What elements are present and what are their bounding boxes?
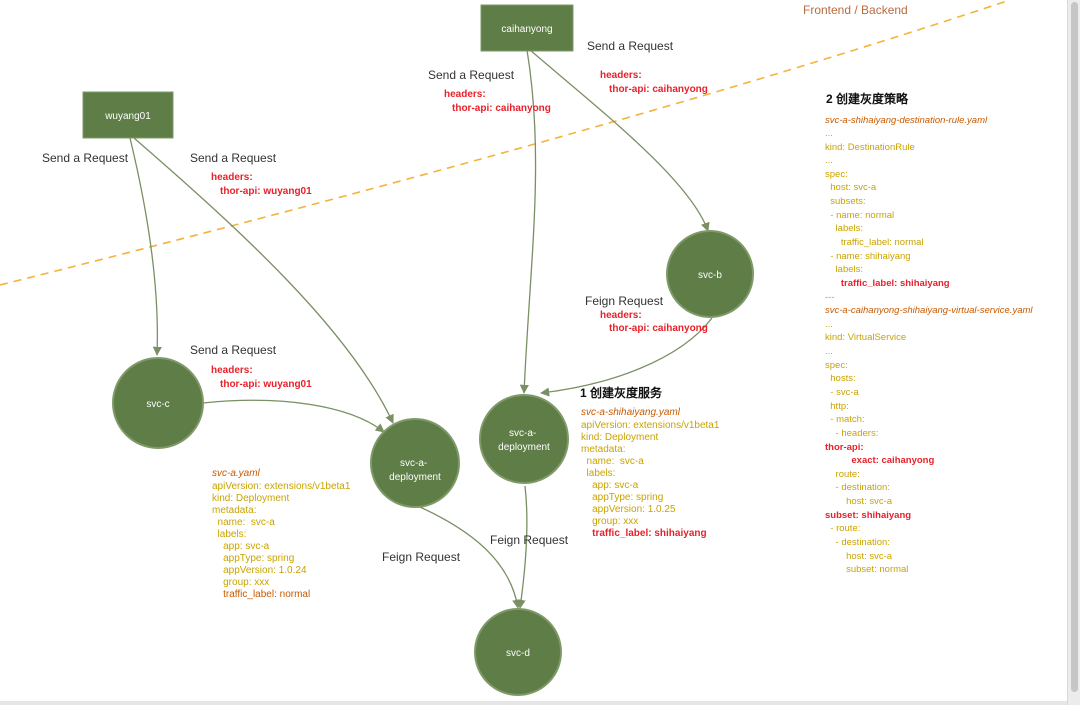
node-svc-b-label: svc-b <box>698 270 722 281</box>
edge-svc-c-to-svc-a-left <box>202 399 385 433</box>
section2-vs-filename: svc-a-caihanyong-shihaiyang-virtual-serv… <box>825 305 1033 316</box>
headers-caihanyong-left-key: headers: <box>444 89 486 100</box>
node-caihanyong[interactable] <box>480 4 574 52</box>
label-send-request-wuyang-left: Send a Request <box>42 151 129 165</box>
node-wuyang01[interactable] <box>82 91 174 139</box>
node-svc-c[interactable] <box>112 357 204 449</box>
headers-svc-b-key: headers: <box>600 310 642 321</box>
section2-vs-subset: subset: shihaiyang <box>825 510 911 521</box>
section1-filename: svc-a-shihaiyang.yaml <box>581 407 681 418</box>
node-svc-a-deployment-left-label: svc-a- deployment <box>389 458 441 483</box>
label-send-request-caihanyong-left: Send a Request <box>428 68 515 82</box>
section1-yaml: apiVersion: extensions/v1beta1 kind: Dep… <box>581 420 720 527</box>
edge-wuyang01-to-svc-c <box>129 137 162 356</box>
headers-wuyang-key: headers: <box>211 172 253 183</box>
headers-svc-c-value: thor-api: wuyang01 <box>220 379 312 390</box>
edge-caihanyong-to-svc-a-right <box>519 49 537 394</box>
divider-label: Frontend / Backend <box>803 3 908 17</box>
node-svc-a-deployment-right-label: svc-a- deployment <box>498 428 550 453</box>
section2-title: 2 创建灰度策略 <box>826 91 909 106</box>
section2-vs-lines-a: ... kind: VirtualService ... spec: hosts… <box>825 319 906 439</box>
node-wuyang01-label: wuyang01 <box>104 111 151 122</box>
node-svc-c-label: svc-c <box>146 399 169 410</box>
node-svc-a-deployment-right[interactable] <box>479 394 569 484</box>
headers-caihanyong-left-value: thor-api: caihanyong <box>452 103 551 114</box>
edge-caihanyong-to-svc-b <box>529 49 710 232</box>
section2-vs-lines-b: route: - destination: host: svc-a <box>825 469 893 507</box>
label-feign-request-svc-b: Feign Request <box>585 294 664 308</box>
node-svc-b[interactable] <box>666 230 754 318</box>
edge-svc-a-right-to-svc-d <box>516 485 528 609</box>
yaml-left-filename: svc-a.yaml <box>212 468 261 479</box>
headers-wuyang-value: thor-api: wuyang01 <box>220 186 312 197</box>
edge-svc-b-to-svc-a-right <box>540 317 713 397</box>
section2-vs-exact: exact: caihanyong <box>825 455 934 466</box>
section2-vs-lines-c: - route: - destination: host: svc-a subs… <box>825 523 908 575</box>
headers-caihanyong-right-key: headers: <box>600 70 642 81</box>
scrollbar-thumb[interactable] <box>1071 2 1078 692</box>
section2-vs-thor: thor-api: <box>825 442 864 453</box>
headers-svc-b-value: thor-api: caihanyong <box>609 323 708 334</box>
yaml-left-traffic-label: traffic_label: normal <box>212 589 310 600</box>
node-svc-a-deployment-left[interactable] <box>370 418 460 508</box>
section1-title: 1 创建灰度服务 <box>580 385 663 400</box>
label-feign-request-left: Feign Request <box>382 550 461 564</box>
headers-caihanyong-right-value: thor-api: caihanyong <box>609 84 708 95</box>
label-send-request-svc-c: Send a Request <box>190 343 277 357</box>
headers-svc-c-key: headers: <box>211 365 253 376</box>
edge-svc-a-left-to-svc-d <box>419 506 522 609</box>
canvas-bottom-edge <box>0 701 1068 705</box>
yaml-left-lines: apiVersion: extensions/v1beta1 kind: Dep… <box>0 0 364 588</box>
edge-wuyang01-to-svc-a-left <box>133 137 394 424</box>
node-svc-d[interactable] <box>474 608 562 696</box>
node-svc-d-label: svc-d <box>506 648 530 659</box>
vertical-scrollbar[interactable] <box>1067 0 1080 705</box>
section1-traffic-label: traffic_label: shihaiyang <box>581 528 707 539</box>
section2-dr-filename: svc-a-shihaiyang-destination-rule.yaml <box>825 115 988 126</box>
label-send-request-wuyang-right: Send a Request <box>190 151 277 165</box>
section2-dr-highlight: traffic_label: shihaiyang <box>825 278 950 289</box>
label-feign-request-right: Feign Request <box>490 533 569 547</box>
section2-separator: --- <box>825 292 835 303</box>
section2-dr-lines: ... kind: DestinationRule ... spec: host… <box>0 0 937 275</box>
node-caihanyong-label: caihanyong <box>501 24 552 35</box>
label-send-request-caihanyong-right: Send a Request <box>587 39 674 53</box>
